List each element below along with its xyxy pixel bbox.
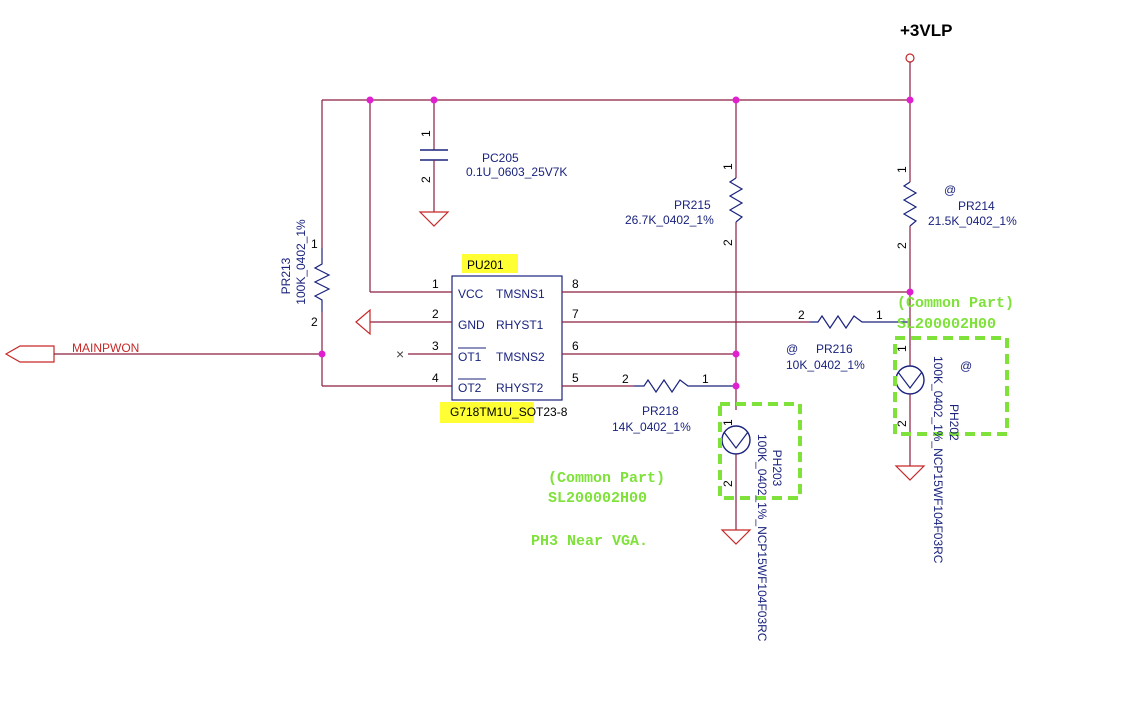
pr216-ref: PR216 [816,342,853,356]
ic-pin7-number: 7 [572,307,579,321]
pr215-value: 26.7K_0402_1% [625,213,714,227]
power-port-symbol [905,53,915,63]
ic-ref: PU201 [467,258,504,272]
ph203-pin1: 1 [721,419,735,426]
ph202-thermistor-symbol [895,365,925,395]
pr214-resistor-symbol [902,181,918,227]
ic-pin7-name: RHYST1 [496,318,544,332]
pr215-pin1: 1 [721,163,735,170]
pc205-pin1: 1 [419,130,433,137]
ic-pin3-name: OT1 [458,350,482,364]
ic-part-number: G718TM1U_SOT23-8 [450,405,568,419]
ic-pin2-number: 2 [432,307,439,321]
pr214-ref: PR214 [958,199,995,213]
ph202-thermistor-mark [897,371,923,389]
ph203-thermistor-mark [723,431,749,449]
ic-pin2-name: GND [458,318,485,332]
ic-pin1-number: 1 [432,277,439,291]
pr216-pin2: 2 [798,308,805,322]
ph203-pin2: 2 [721,480,735,487]
ic-part-highlight [440,402,534,423]
no-connect-mark: × [396,346,404,362]
junction-dot [430,96,438,104]
pc205-ref: PC205 [482,151,519,165]
ph202-value: 100K_0402_1%_NCP15WF104F03RC [931,356,945,564]
pr215-ref: PR215 [674,198,711,212]
junction-dot [366,96,374,104]
ph202-mark: @ [960,359,972,373]
pr213-value: 100K_0402_1% [294,219,308,305]
ph202-pin2: 2 [895,420,909,427]
pr214-value: 21.5K_0402_1% [928,214,1017,228]
power-rail-label: +3VLP [900,21,952,40]
pr214-pin2: 2 [895,242,909,249]
junction-dot [906,96,914,104]
ic-pin6-number: 6 [572,339,579,353]
ph203-ref: PH203 [770,450,784,487]
pr214-mark: @ [944,183,956,197]
ic-pin5-name: RHYST2 [496,381,544,395]
pc205-pin2: 2 [419,176,433,183]
ic-ref-highlight [462,254,518,273]
pr218-ref: PR218 [642,404,679,418]
pr216-value: 10K_0402_1% [786,358,865,372]
ph203-thermistor-symbol [721,425,751,455]
pr216-mark: @ [786,342,798,356]
ph202-common-part-box [893,336,1009,436]
pr213-pin1: 1 [311,237,318,251]
ic-body [451,275,563,401]
ic-pin6-name: TMSNS2 [496,350,545,364]
ph203-ground-symbol [720,529,752,545]
junction-dot [318,350,326,358]
ph202-ground-symbol [894,465,926,481]
pc205-ground-symbol [418,211,450,227]
pr214-pin1: 1 [895,166,909,173]
pr218-pin1: 1 [702,372,709,386]
ph202-part-number-note: SL200002H00 [897,316,996,333]
ph203-common-part-note: (Common Part) [548,470,665,487]
pr218-value: 14K_0402_1% [612,420,691,434]
pr216-pin1: 1 [876,308,883,322]
ic-pin8-number: 8 [572,277,579,291]
junction-dot [732,96,740,104]
pr213-ref: PR213 [279,257,293,294]
mainpwon-port-symbol [4,345,55,363]
ic-pin8-name: TMSNS1 [496,287,545,301]
junction-dot [732,382,740,390]
mainpwon-label: MAINPWON [72,341,139,355]
ph3-placement-note: PH3 Near VGA. [531,533,648,550]
pr213-resistor-symbol [313,248,331,312]
pr215-resistor-symbol [728,177,744,223]
pr218-pin2: 2 [622,372,629,386]
ic-pin4-number: 4 [432,371,439,385]
pc205-value: 0.1U_0603_25V7K [466,165,567,179]
ph202-pin1: 1 [895,345,909,352]
ph202-common-part-note: (Common Part) [897,295,1014,312]
ph203-value: 100K_0402_1%_NCP15WF104F03RC [755,434,769,642]
ph203-part-number-note: SL200002H00 [548,490,647,507]
pr215-pin2: 2 [721,239,735,246]
ph203-common-part-box [718,402,802,500]
junction-dot [732,350,740,358]
pr216-resistor-symbol [810,314,910,330]
pr213-pin2: 2 [311,315,318,329]
ic-pin4-name: OT2 [458,381,482,395]
ic-pin1-name: VCC [458,287,484,301]
ic-gnd-symbol [355,308,371,336]
ic-pin5-number: 5 [572,371,579,385]
ic-pin3-number: 3 [432,339,439,353]
ph202-ref: PH202 [947,404,961,441]
pr218-resistor-symbol [634,378,736,394]
junction-dot [906,288,914,296]
